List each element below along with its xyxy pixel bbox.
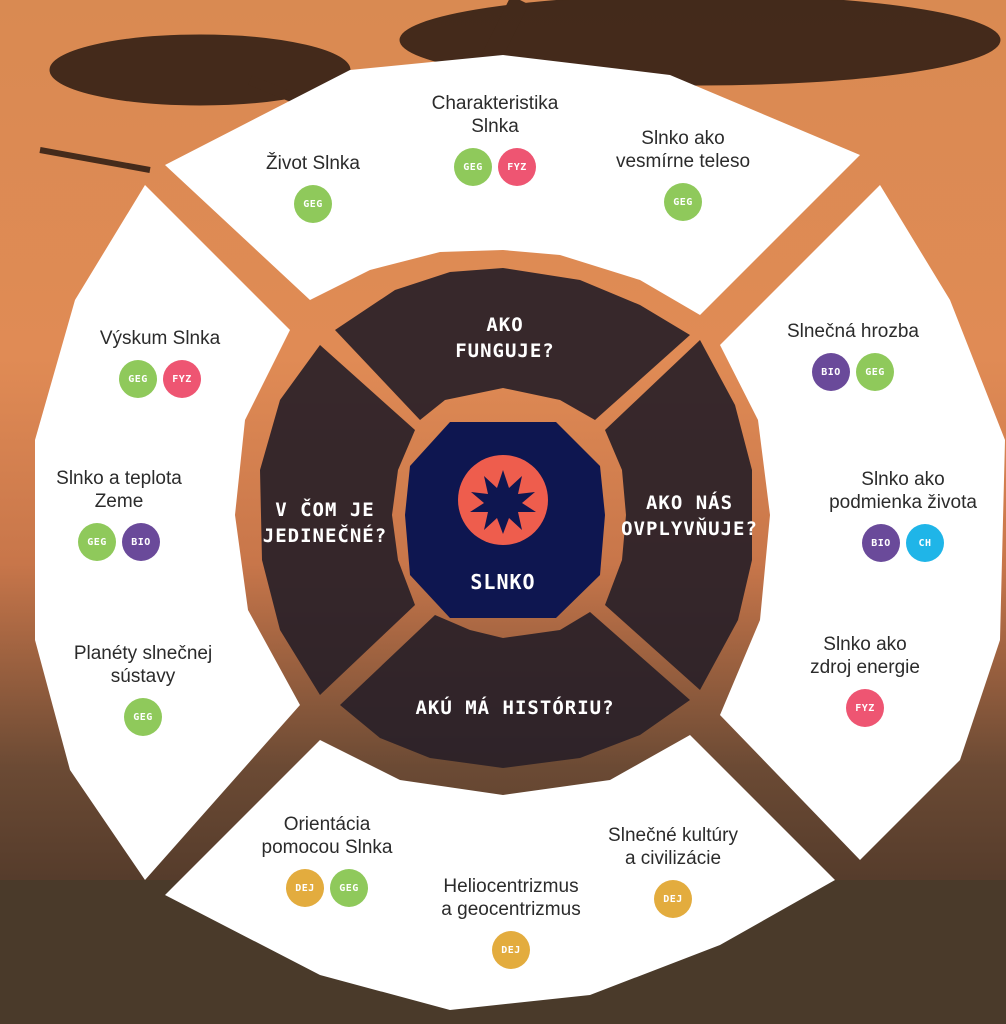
question-how-it-works[interactable]: AKO FUNGUJE? xyxy=(420,312,590,364)
subject-badges: DEJ xyxy=(416,931,606,969)
subject-badge-fyz: FYZ xyxy=(498,148,536,186)
outer-panel-right xyxy=(720,185,1005,860)
subject-badge-bio: BIO xyxy=(862,524,900,562)
subject-badge-fyz: FYZ xyxy=(163,360,201,398)
topic-5[interactable]: Slnko ako zdroj energie FYZ xyxy=(770,633,960,727)
subject-badge-dej: DEJ xyxy=(286,869,324,907)
question-uniqueness[interactable]: V ČOM JE JEDINEČNÉ? xyxy=(255,497,395,549)
topic-7[interactable]: Heliocentrizmus a geocentrizmus DEJ xyxy=(416,875,606,969)
inner-panel-left xyxy=(260,345,415,695)
subject-badge-geg: GEG xyxy=(454,148,492,186)
topic-0[interactable]: Život Slnka GEG xyxy=(218,152,408,223)
topic-label: Slnko ako vesmírne teleso xyxy=(615,128,751,172)
subject-badge-fyz: FYZ xyxy=(846,689,884,727)
subject-badges: GEG xyxy=(48,698,238,736)
question-left-label: V ČOM JE JEDINEČNÉ? xyxy=(262,499,388,547)
subject-badges: DEJ xyxy=(578,880,768,918)
subject-badge-dej: DEJ xyxy=(492,931,530,969)
subject-badges: FYZ xyxy=(770,689,960,727)
subject-badges: GEG xyxy=(588,183,778,221)
subject-badge-ch: CH xyxy=(906,524,944,562)
topic-label: Slnečné kultúry a civilizácie xyxy=(608,825,738,869)
subject-badge-geg: GEG xyxy=(78,523,116,561)
inner-panel-bottom xyxy=(340,612,690,768)
outer-panel-left xyxy=(35,185,300,880)
outer-panel-bottom xyxy=(165,735,835,1010)
subject-badge-geg: GEG xyxy=(856,353,894,391)
subject-badge-geg: GEG xyxy=(124,698,162,736)
question-top-label: AKO FUNGUJE? xyxy=(455,314,555,362)
subject-badge-dej: DEJ xyxy=(654,880,692,918)
subject-badge-geg: GEG xyxy=(664,183,702,221)
inner-panel-top xyxy=(335,268,690,420)
question-history[interactable]: AKÚ MÁ HISTÓRIU? xyxy=(390,695,640,721)
subject-badge-geg: GEG xyxy=(119,360,157,398)
topic-label: Slnečná hrozba xyxy=(786,321,920,342)
inner-panel-right xyxy=(605,340,752,690)
topic-label: Život Slnka xyxy=(266,153,360,174)
topic-label: Slnko ako podmienka života xyxy=(829,469,977,513)
subject-badge-bio: BIO xyxy=(122,523,160,561)
question-how-it-affects[interactable]: AKO NÁS OVPLYVŇUJE? xyxy=(612,490,767,542)
topic-label: Planéty slnečnej sústavy xyxy=(73,643,213,687)
center-title: SLNKO xyxy=(470,570,536,594)
subject-badge-geg: GEG xyxy=(330,869,368,907)
topic-label: Heliocentrizmus a geocentrizmus xyxy=(441,876,581,920)
subject-badges: GEG xyxy=(218,185,408,223)
topic-label: Slnko ako zdroj energie xyxy=(810,634,920,678)
subject-badge-bio: BIO xyxy=(812,353,850,391)
topic-label: Orientácia pomocou Slnka xyxy=(261,814,393,858)
subject-badge-geg: GEG xyxy=(294,185,332,223)
question-bottom-label: AKÚ MÁ HISTÓRIU? xyxy=(415,697,615,719)
topic-9[interactable]: Planéty slnečnej sústavy GEG xyxy=(48,642,238,736)
topic-label: Slnko a teplota Zeme xyxy=(56,468,182,512)
sun-icon xyxy=(470,470,536,534)
question-right-label: AKO NÁS OVPLYVŇUJE? xyxy=(621,492,758,540)
topic-6[interactable]: Slnečné kultúry a civilizácie DEJ xyxy=(578,824,768,918)
topic-label: Charakteristika Slnka xyxy=(431,93,559,137)
topic-2[interactable]: Slnko ako vesmírne teleso GEG xyxy=(588,127,778,221)
topic-label: Výskum Slnka xyxy=(99,328,221,349)
